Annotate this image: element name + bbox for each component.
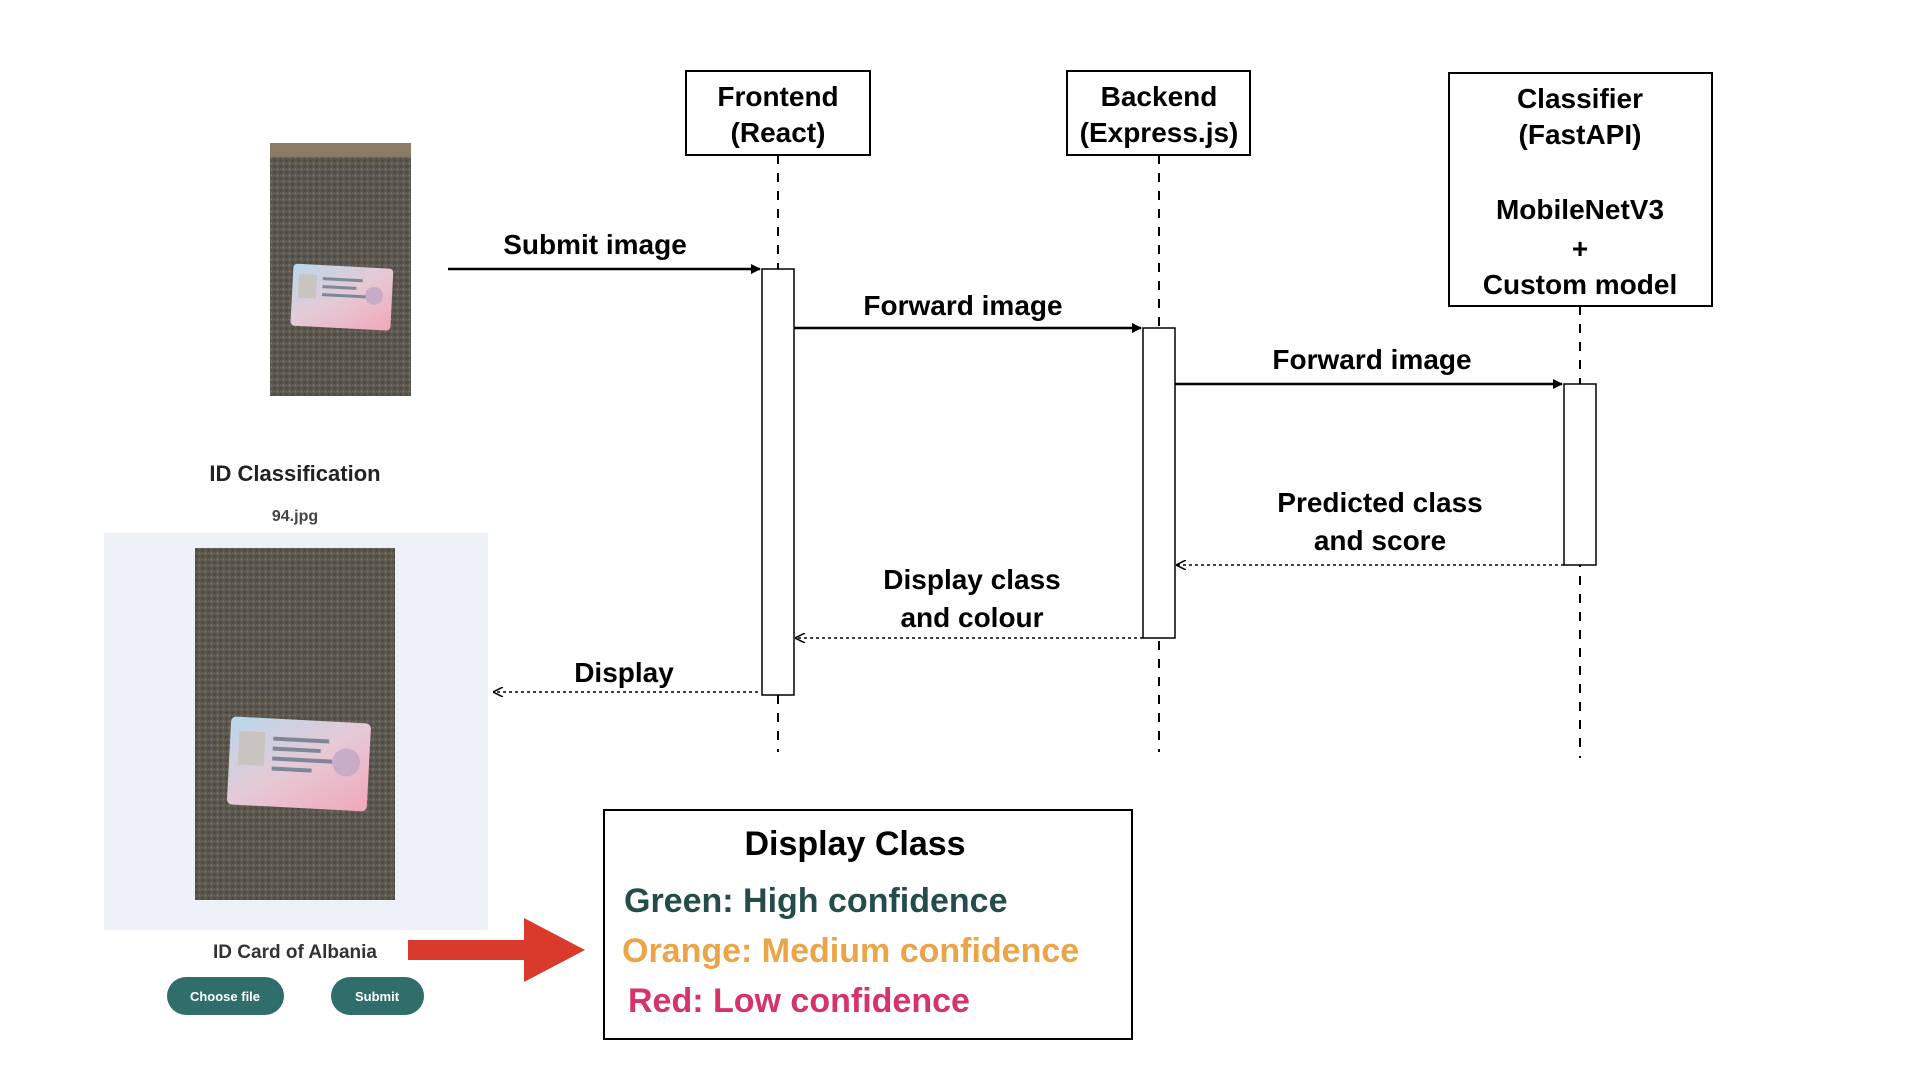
participant-classifier-tech: (FastAPI) xyxy=(1519,119,1642,150)
participant-classifier-name: Classifier xyxy=(1517,83,1643,114)
submit-button-label: Submit xyxy=(355,989,400,1004)
submitted-id-photo xyxy=(270,143,411,396)
message-display-label: Display xyxy=(574,657,674,688)
participant-classifier-model: MobileNetV3 xyxy=(1496,194,1664,225)
message-predicted-class-label-1: Predicted class xyxy=(1277,487,1482,518)
participant-classifier-plus: + xyxy=(1572,233,1588,264)
legend-item-orange: Orange: Medium confidence xyxy=(622,932,1079,970)
message-display-class: Display class and colour xyxy=(796,564,1143,638)
message-display-class-label-2: and colour xyxy=(900,602,1043,633)
ui-preview-title: ID Classification xyxy=(209,461,380,486)
choose-file-button-label: Choose file xyxy=(190,989,260,1004)
red-arrow-icon xyxy=(408,918,585,982)
message-predicted-class: Predicted class and score xyxy=(1177,487,1564,565)
activation-backend xyxy=(1142,327,1176,639)
message-forward-image-classifier: Forward image xyxy=(1175,344,1563,389)
message-display: Display xyxy=(494,657,758,692)
message-forward-image-backend-label: Forward image xyxy=(863,290,1062,321)
ui-preview-result: ID Card of Albania xyxy=(213,942,377,963)
participant-frontend: Frontend (React) xyxy=(685,70,871,156)
message-submit-image-label: Submit image xyxy=(503,229,687,260)
legend-item-red: Red: Low confidence xyxy=(628,982,970,1020)
participant-backend-tech: (Express.js) xyxy=(1080,117,1239,148)
message-forward-image-backend: Forward image xyxy=(794,290,1142,333)
choose-file-button[interactable]: Choose file xyxy=(167,977,284,1015)
message-forward-image-classifier-label: Forward image xyxy=(1272,344,1471,375)
legend-item-green: Green: High confidence xyxy=(624,882,1008,920)
legend-title: Display Class xyxy=(744,825,965,863)
activation-frontend xyxy=(761,268,795,696)
ui-preview-id-photo xyxy=(195,548,395,900)
submit-button[interactable]: Submit xyxy=(331,977,424,1015)
message-display-class-label-1: Display class xyxy=(883,564,1060,595)
ui-preview-panel: ID Classification 94.jpg ID Card of Alba… xyxy=(104,461,488,963)
participant-classifier: Classifier (FastAPI) MobileNetV3 + Custo… xyxy=(1448,72,1713,307)
participant-classifier-custom: Custom model xyxy=(1483,269,1677,300)
participant-frontend-name: Frontend xyxy=(717,81,838,112)
participant-frontend-tech: (React) xyxy=(731,117,826,148)
ui-preview-filename: 94.jpg xyxy=(272,508,318,525)
participant-backend-name: Backend xyxy=(1101,81,1218,112)
participant-backend: Backend (Express.js) xyxy=(1066,70,1251,156)
display-class-legend: Display Class Green: High confidence Ora… xyxy=(603,809,1133,1040)
message-predicted-class-label-2: and score xyxy=(1314,525,1446,556)
activation-classifier xyxy=(1563,383,1597,566)
message-submit-image: Submit image xyxy=(448,229,761,274)
